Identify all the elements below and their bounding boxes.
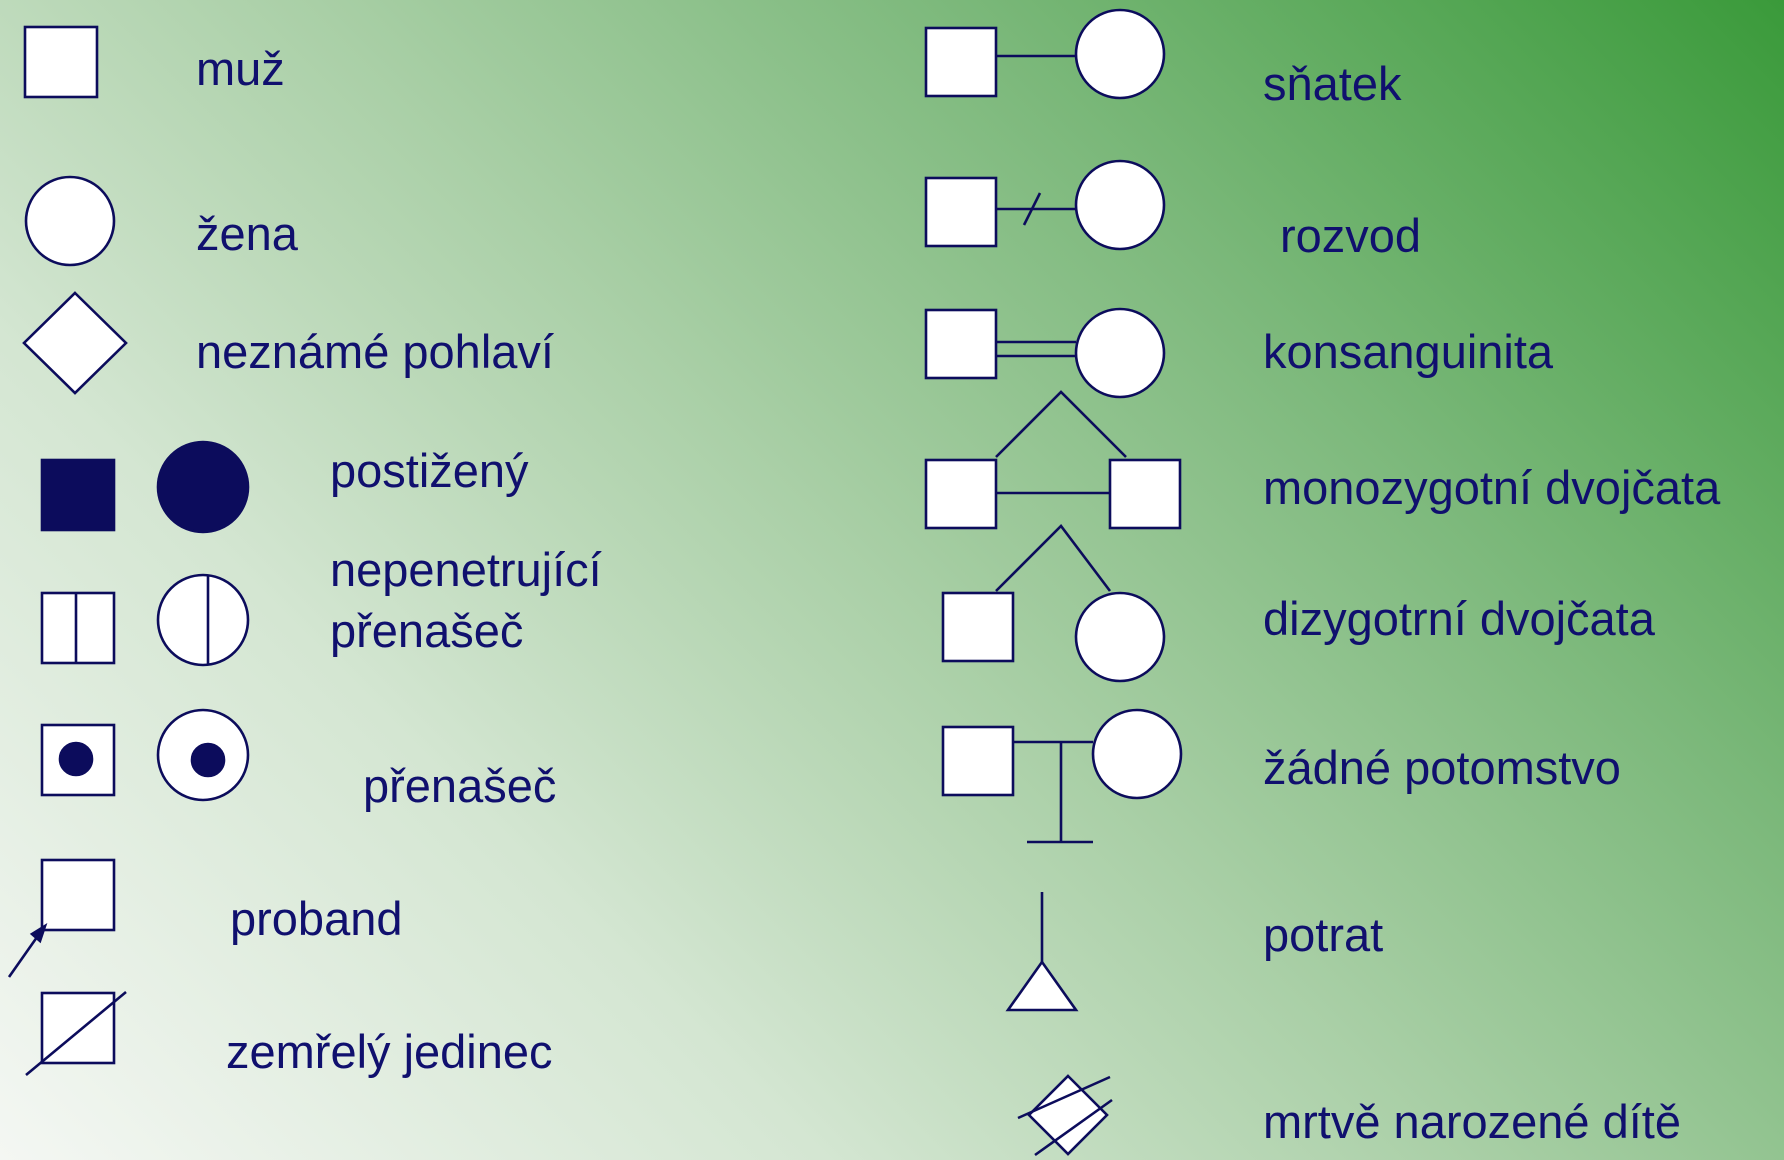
stillbirth-symbol	[1017, 1074, 1113, 1157]
label-carrier: přenašeč	[363, 759, 557, 812]
female-symbol	[24, 175, 116, 267]
label-consanguinity: konsanguinita	[1263, 325, 1554, 378]
label-no-offspring: žádné potomstvo	[1263, 741, 1621, 794]
label-miscarriage: potrat	[1263, 908, 1384, 961]
label-proband: proband	[230, 892, 403, 945]
label-dizygotic-twins: dizygotrní dvojčata	[1263, 592, 1655, 645]
label-female: žena	[196, 207, 298, 260]
non-penetrant-male-symbol	[40, 591, 116, 665]
carrier-male-symbol	[40, 723, 116, 797]
carrier-female-symbol	[156, 708, 250, 802]
label-divorce: rozvod	[1280, 209, 1422, 262]
proband-symbol	[7, 858, 116, 978]
label-male: muž	[196, 42, 285, 95]
deceased-symbol	[25, 990, 127, 1077]
label-affected: postižený	[330, 444, 529, 497]
label-non-penetrant-line2: přenašeč	[330, 604, 524, 657]
label-monozygotic-twins: monozygotní dvojčata	[1263, 461, 1721, 514]
label-deceased: zemřelý jedinec	[226, 1025, 553, 1078]
consanguinity-symbol	[924, 307, 1166, 399]
label-unknown-sex: neznámé pohlaví	[196, 325, 554, 378]
monozygotic-twins-symbol	[924, 390, 1182, 530]
label-marriage: sňatek	[1263, 57, 1402, 110]
affected-female-symbol	[156, 440, 250, 534]
label-stillbirth: mrtvě narozené dítě	[1263, 1095, 1681, 1148]
marriage-symbol	[924, 8, 1166, 100]
non-penetrant-female-symbol	[156, 573, 250, 667]
miscarriage-symbol	[1005, 892, 1079, 1012]
no-offspring-symbol	[941, 708, 1183, 844]
label-non-penetrant-line1: nepenetrující	[330, 543, 602, 596]
affected-male-symbol	[40, 458, 116, 532]
unknown-sex-symbol	[22, 291, 128, 395]
dizygotic-twins-symbol	[941, 524, 1166, 683]
divorce-symbol	[924, 159, 1166, 251]
male-symbol	[23, 25, 99, 99]
